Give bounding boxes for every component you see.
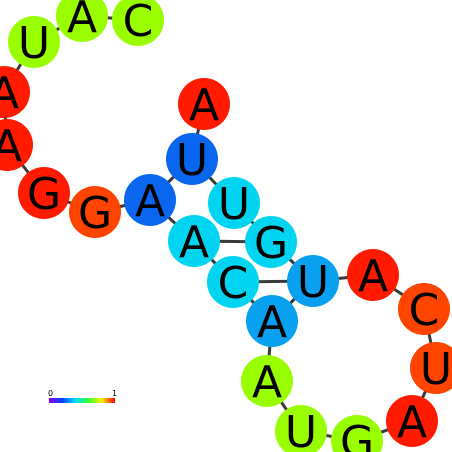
nucleotide: U [208, 177, 260, 230]
nucleotide: G [245, 216, 297, 269]
nucleotide-circle [168, 215, 220, 267]
nucleotide: U [410, 342, 452, 395]
nucleotide-circle [386, 395, 438, 447]
nucleotide-circle [275, 405, 327, 452]
color-scale-legend: 0 1 [48, 389, 117, 403]
nucleotide: U [275, 405, 327, 452]
nucleotide-circle [241, 355, 293, 407]
nucleotide: A [168, 215, 220, 268]
nucleotide-letter: C [218, 258, 249, 309]
nucleotide-circle [124, 174, 176, 226]
nucleotide-letter: A [0, 121, 22, 172]
nucleotide-circle [410, 342, 452, 394]
nucleotide-circle [347, 249, 399, 301]
nucleotide-letter: U [18, 18, 50, 69]
nucleotide-letter: A [179, 217, 209, 268]
nucleotide: A [386, 395, 438, 448]
nucleotide-letter: G [78, 188, 112, 239]
nucleotide: A [0, 66, 30, 119]
nucleotide: A [246, 295, 298, 348]
nucleotide: C [398, 283, 450, 336]
scale-min-label: 0 [48, 389, 53, 398]
nucleotide: U [287, 255, 339, 308]
nucleotide-circle [245, 216, 297, 268]
nucleotide-letter: A [0, 68, 19, 119]
nucleotide-letter: A [252, 357, 282, 408]
nucleotide-circle [178, 78, 230, 130]
nucleotide-letter: C [123, 0, 154, 47]
scale-max-label: 1 [112, 389, 117, 398]
nucleotide: A [178, 78, 230, 131]
nucleotide-letter: U [176, 135, 208, 186]
nucleotide-letter: G [27, 169, 61, 220]
nucleotide: G [69, 186, 121, 239]
nucleotide: U [166, 133, 218, 186]
nucleotide-letter: A [257, 297, 287, 348]
nucleotide: C [112, 0, 164, 47]
nucleotide-letter: A [67, 0, 97, 43]
nucleotide-circle [398, 283, 450, 335]
nucleotide-circle [331, 415, 383, 452]
nucleotide: A [0, 119, 33, 172]
nucleotide: A [56, 0, 108, 43]
nucleotide-letter: U [285, 407, 317, 452]
nucleotide-circle [0, 119, 33, 171]
nucleotide-circle [246, 295, 298, 347]
nucleotide-letter: G [340, 417, 374, 452]
nucleotide-circle [208, 177, 260, 229]
nucleotide-letter: U [420, 344, 452, 395]
nucleotide-letter: A [189, 80, 219, 131]
nucleotide: A [124, 174, 176, 227]
nucleotide-circle [18, 167, 70, 219]
nucleotide: C [207, 256, 259, 309]
color-scale-bar [49, 398, 115, 403]
nucleotide-circle [112, 0, 164, 46]
nucleotide-circle [8, 16, 60, 68]
nucleotide-circle [287, 255, 339, 307]
nucleotide-letter: G [254, 218, 288, 269]
nucleotide: G [331, 415, 383, 452]
nucleotide-letter: A [358, 251, 388, 302]
nucleotide-letter: U [297, 257, 329, 308]
nucleotide-circle [207, 256, 259, 308]
nucleotide-circle [69, 186, 121, 238]
nucleotide: A [241, 355, 293, 408]
nucleotide-circle [166, 133, 218, 185]
nucleotide: A [347, 249, 399, 302]
nucleotide: U [8, 16, 60, 69]
nucleotide-circle [0, 66, 30, 118]
nucleotide-letter: A [397, 397, 427, 448]
nucleotide-circle [56, 0, 108, 42]
nucleotide-letter: U [218, 179, 250, 230]
nucleotide: G [18, 167, 70, 220]
nucleotide-letter: A [135, 176, 165, 227]
nucleotide-letter: C [409, 285, 440, 336]
